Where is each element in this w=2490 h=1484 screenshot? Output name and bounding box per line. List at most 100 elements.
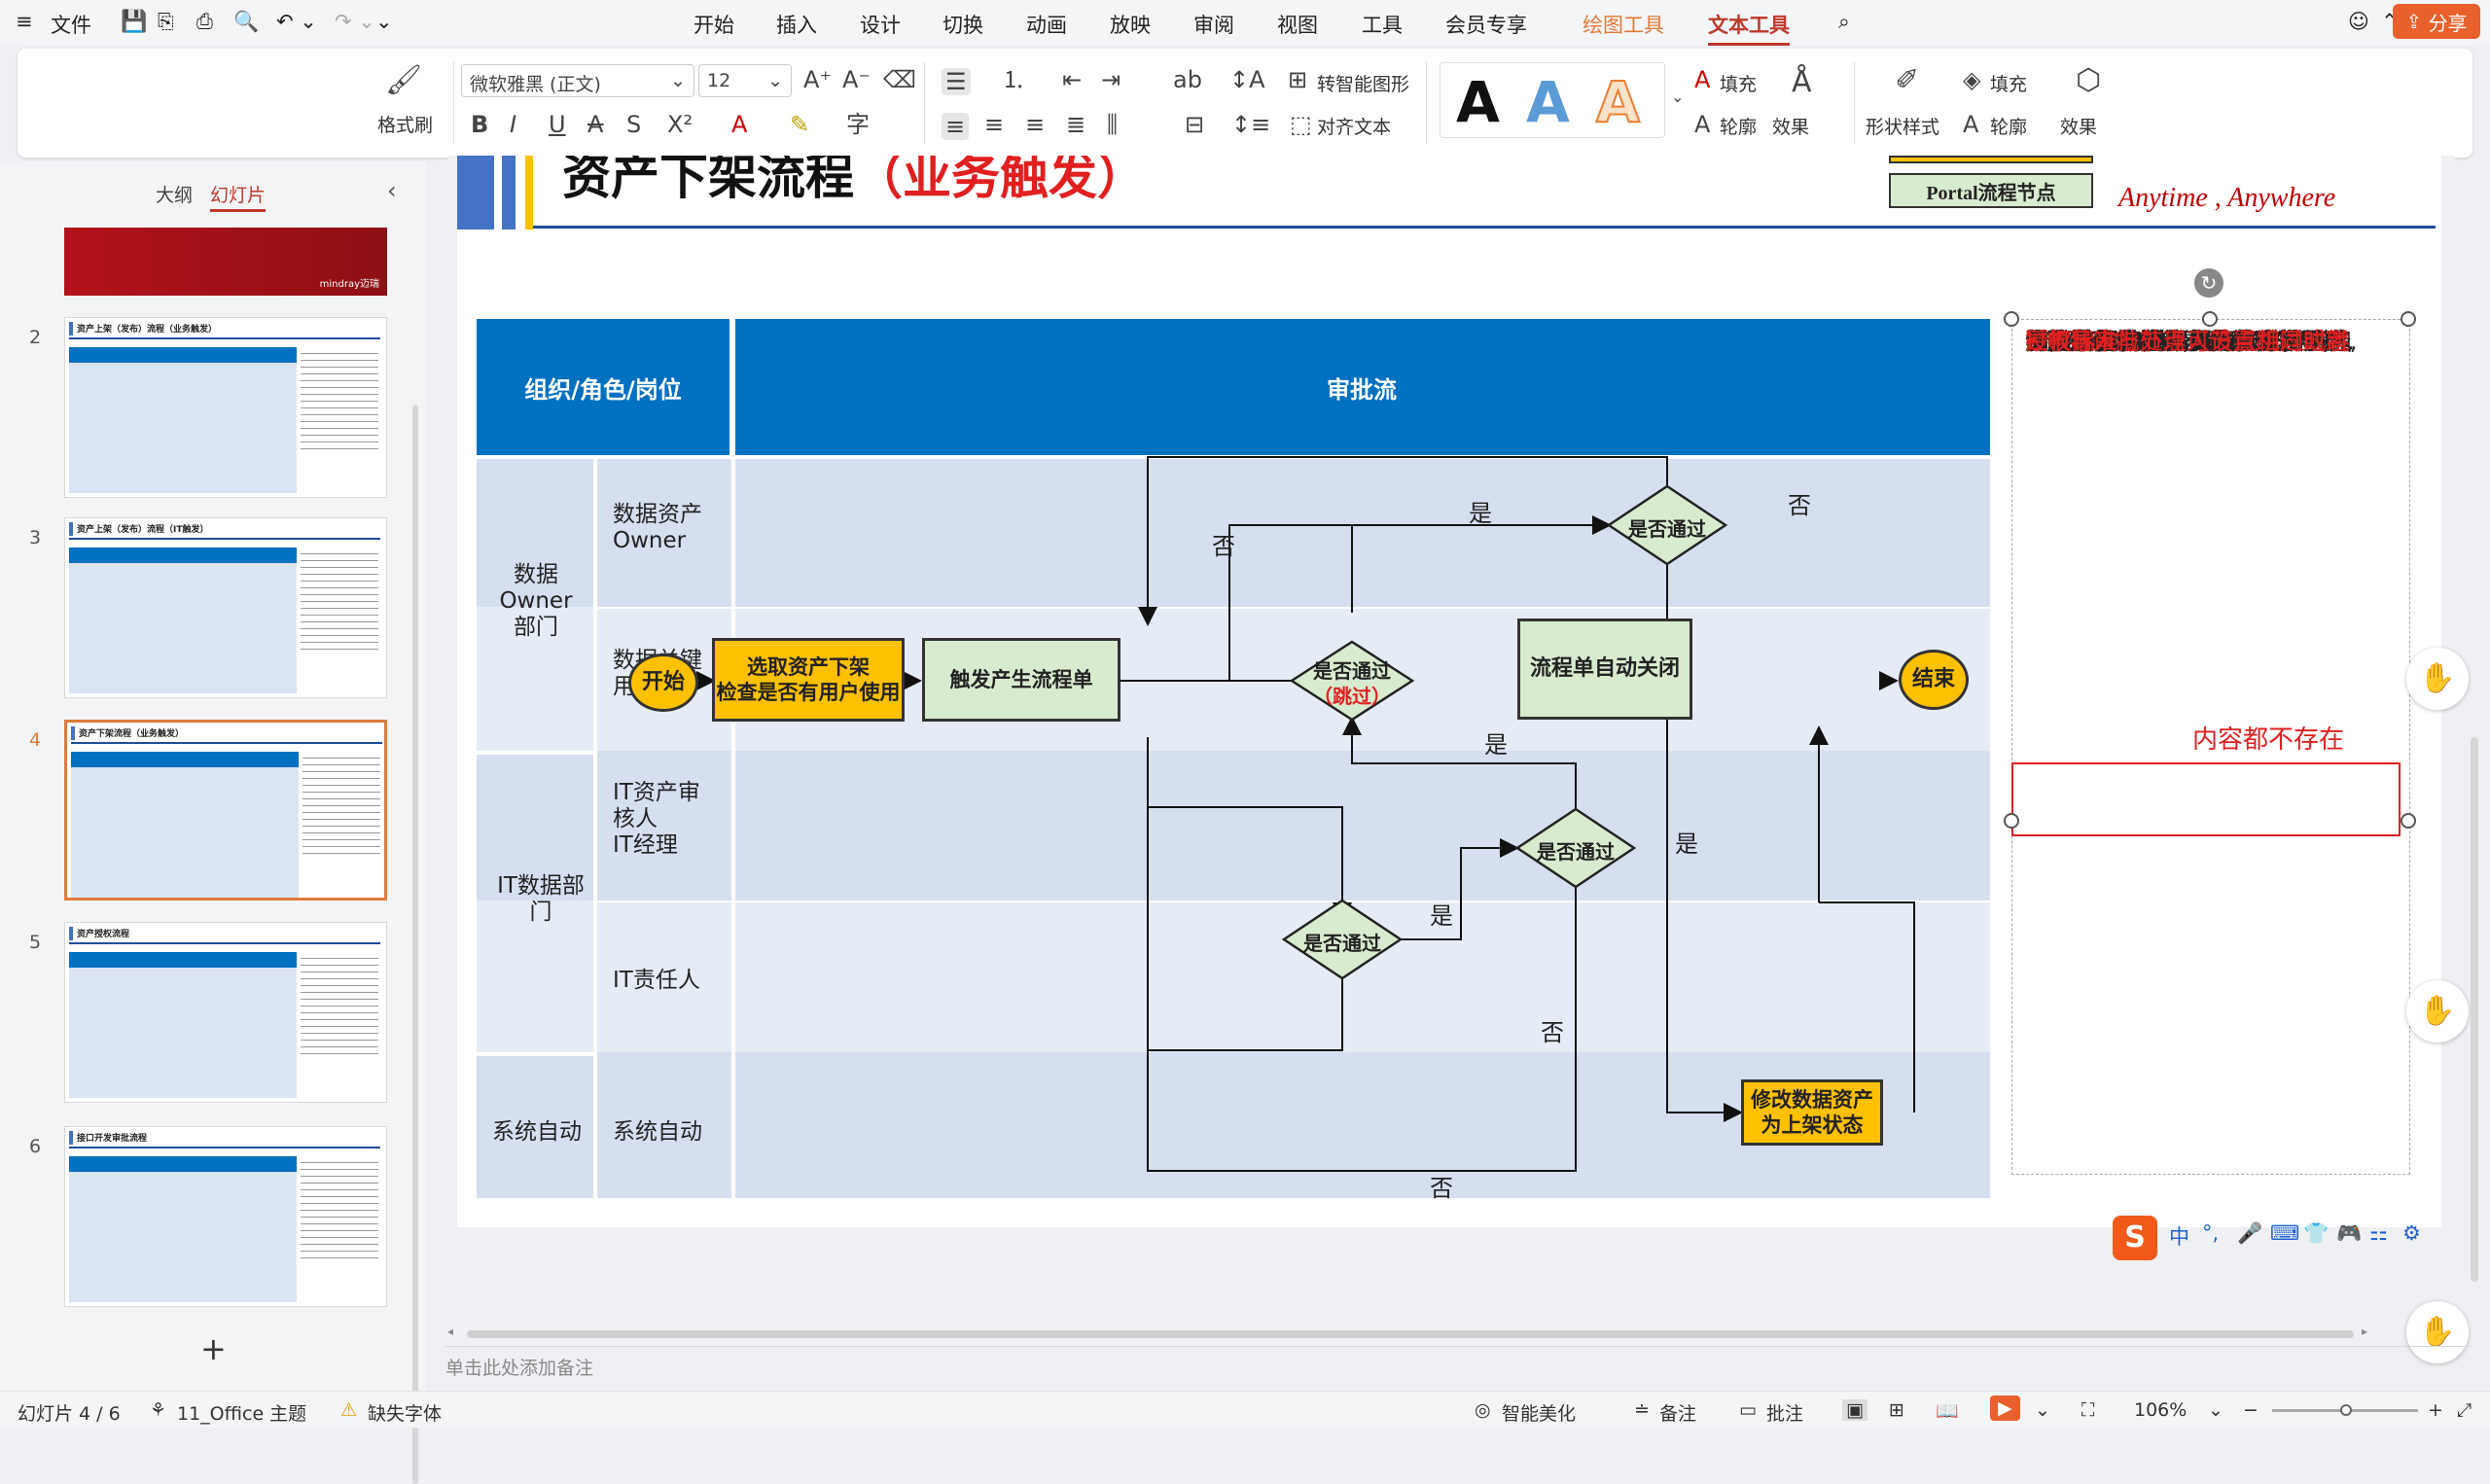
- shrink-font-icon[interactable]: A⁻: [842, 66, 872, 93]
- tab-view[interactable]: 视图: [1277, 14, 1318, 37]
- slide-thumb[interactable]: 资产上架（发布）流程（IT触发）: [64, 517, 387, 698]
- shape-outline-icon[interactable]: A: [1963, 111, 1979, 138]
- align-center-icon[interactable]: ≡: [984, 111, 1005, 138]
- highlight-icon[interactable]: ✎: [790, 111, 810, 138]
- tab-review[interactable]: 审阅: [1193, 14, 1234, 37]
- strikethrough-icon[interactable]: A: [587, 111, 604, 138]
- share-button[interactable]: ⇪ 分享: [2393, 4, 2480, 39]
- text-outline-icon[interactable]: A: [1694, 111, 1711, 138]
- tab-transitions[interactable]: 切换: [943, 14, 983, 37]
- justify-icon[interactable]: ≣: [1066, 111, 1086, 138]
- format-painter-icon[interactable]: 🖌: [385, 63, 423, 97]
- underline-icon[interactable]: U: [549, 111, 566, 138]
- text-outline-label[interactable]: 轮廓: [1720, 117, 1758, 138]
- save-icon[interactable]: 💾: [121, 10, 148, 34]
- ime-toolbox-icon[interactable]: ⚏: [2369, 1221, 2388, 1245]
- collapse-panel-icon[interactable]: ‹: [387, 177, 397, 204]
- shape-effect-label[interactable]: 效果: [2060, 117, 2098, 138]
- tab-design[interactable]: 设计: [860, 14, 901, 37]
- hscroll-thumb[interactable]: [467, 1330, 2354, 1338]
- ime-punct-icon[interactable]: °,: [2202, 1221, 2220, 1245]
- menu-icon[interactable]: ≡: [16, 10, 33, 33]
- ime-logo-icon[interactable]: S: [2113, 1216, 2157, 1260]
- undo-icon[interactable]: ↶ ⌄: [276, 10, 317, 33]
- tab-slideshow[interactable]: 放映: [1110, 14, 1151, 37]
- align-text-label[interactable]: 对齐文本: [1317, 117, 1392, 138]
- slide-thumb[interactable]: 资产下架流程（业务触发）: [64, 720, 387, 901]
- tab-tools[interactable]: 工具: [1362, 14, 1403, 37]
- reading-view-icon[interactable]: 📖: [1936, 1400, 1959, 1422]
- wordart-black-sample[interactable]: A: [1456, 69, 1500, 135]
- chat-icon[interactable]: ☺: [2348, 10, 2369, 33]
- text-direction-icon[interactable]: ab: [1173, 66, 1202, 93]
- shape-fill-label[interactable]: 填充: [1990, 74, 2028, 95]
- text-fill-label[interactable]: 填充: [1720, 74, 1758, 95]
- shape-style-label[interactable]: 形状样式: [1866, 117, 1940, 138]
- add-slide-button[interactable]: +: [200, 1330, 227, 1367]
- sorter-view-icon[interactable]: ⊞: [1889, 1399, 1904, 1421]
- preview-icon[interactable]: 🔍: [233, 10, 260, 33]
- align-left-icon[interactable]: ≡: [942, 113, 970, 140]
- bullets-icon[interactable]: ☰: [942, 68, 971, 95]
- float-tool-icon[interactable]: ✋: [2406, 648, 2469, 710]
- zoom-out-icon[interactable]: −: [2243, 1399, 2259, 1421]
- tab-text-tools[interactable]: 文本工具: [1708, 10, 1790, 46]
- chevron-down-icon[interactable]: ⌄: [2208, 1399, 2223, 1421]
- shape-effect-icon[interactable]: ⬡: [2076, 63, 2102, 97]
- slide-thumb[interactable]: 接口开发审批流程: [64, 1126, 387, 1307]
- ime-skin-icon[interactable]: 👕: [2303, 1221, 2330, 1245]
- text-effect-icon[interactable]: Å: [1792, 65, 1812, 99]
- fullscreen-icon[interactable]: ⤢: [2457, 1399, 2472, 1421]
- float-tool-icon[interactable]: ✋: [2406, 980, 2469, 1042]
- slides-tab[interactable]: 幻灯片: [210, 181, 267, 212]
- char-spacing-icon[interactable]: 字: [846, 111, 870, 138]
- zoom-slider[interactable]: [2272, 1404, 2418, 1416]
- scroll-right-icon[interactable]: ▸: [2362, 1325, 2368, 1338]
- beautify-icon[interactable]: ◎: [1475, 1399, 1491, 1421]
- font-name-select[interactable]: 微软雅黑 (正文)⌄: [461, 64, 694, 97]
- fit-icon[interactable]: ⛶: [2081, 1399, 2095, 1421]
- bold-icon[interactable]: B: [471, 111, 489, 138]
- more-chevron-icon[interactable]: ⌄: [375, 10, 393, 33]
- slide-thumb-1[interactable]: mindray迈瑞: [64, 228, 387, 296]
- text-effect-label[interactable]: 效果: [1772, 117, 1810, 138]
- increase-indent-icon[interactable]: ⇥: [1101, 66, 1121, 93]
- resize-handle[interactable]: [2401, 813, 2416, 829]
- shape-outline-label[interactable]: 轮廓: [1990, 117, 2028, 138]
- comment-toggle[interactable]: 批注: [1766, 1403, 1804, 1425]
- grow-font-icon[interactable]: A⁺: [803, 66, 833, 93]
- strike-s-icon[interactable]: S: [626, 111, 642, 138]
- wordart-orange-sample[interactable]: A: [1595, 68, 1641, 136]
- italic-icon[interactable]: I: [510, 111, 517, 138]
- align-text-icon[interactable]: ⬚: [1290, 111, 1312, 138]
- ime-game-icon[interactable]: 🎮: [2336, 1221, 2363, 1245]
- rotate-handle-icon[interactable]: ↻: [2194, 268, 2223, 298]
- panel-scrollbar[interactable]: [412, 405, 418, 1484]
- resize-handle[interactable]: [2202, 311, 2218, 327]
- smartart-icon[interactable]: ⊞: [1288, 66, 1308, 93]
- resize-handle[interactable]: [2004, 311, 2019, 327]
- numbering-icon[interactable]: ⒈: [1002, 66, 1025, 93]
- slide-thumb[interactable]: 资产上架（发布）流程（业务触发）: [64, 317, 387, 498]
- canvas-hscrollbar[interactable]: ◂ ▸: [447, 1325, 2393, 1340]
- slide-thumb[interactable]: 资产授权流程: [64, 922, 387, 1103]
- comment-icon[interactable]: ▭: [1739, 1399, 1757, 1421]
- wordart-gallery[interactable]: A A A: [1440, 62, 1665, 138]
- notes-placeholder[interactable]: 单击此处添加备注: [445, 1358, 594, 1379]
- font-size-select[interactable]: 12⌄: [698, 64, 792, 97]
- theme-icon[interactable]: ⚘: [150, 1399, 167, 1421]
- decrease-indent-icon[interactable]: ⇤: [1062, 66, 1083, 93]
- ime-settings-icon[interactable]: ⚙: [2402, 1221, 2421, 1245]
- search-icon[interactable]: ⌕: [1838, 10, 1850, 33]
- ime-keyboard-icon[interactable]: ⌨: [2270, 1221, 2300, 1245]
- gallery-expand-icon[interactable]: ⌄: [1671, 88, 1685, 106]
- ime-mic-icon[interactable]: 🎤: [2237, 1221, 2263, 1245]
- align-right-icon[interactable]: ≡: [1025, 111, 1046, 138]
- missing-font[interactable]: 缺失字体: [368, 1403, 443, 1425]
- shape-style-icon[interactable]: ✐: [1895, 63, 1920, 97]
- ime-chinese[interactable]: 中: [2169, 1225, 2189, 1249]
- notes-toggle[interactable]: 备注: [1659, 1403, 1697, 1425]
- scroll-left-icon[interactable]: ◂: [447, 1325, 454, 1338]
- tab-home[interactable]: 开始: [694, 14, 734, 37]
- clear-format-icon[interactable]: ⌫: [883, 66, 916, 93]
